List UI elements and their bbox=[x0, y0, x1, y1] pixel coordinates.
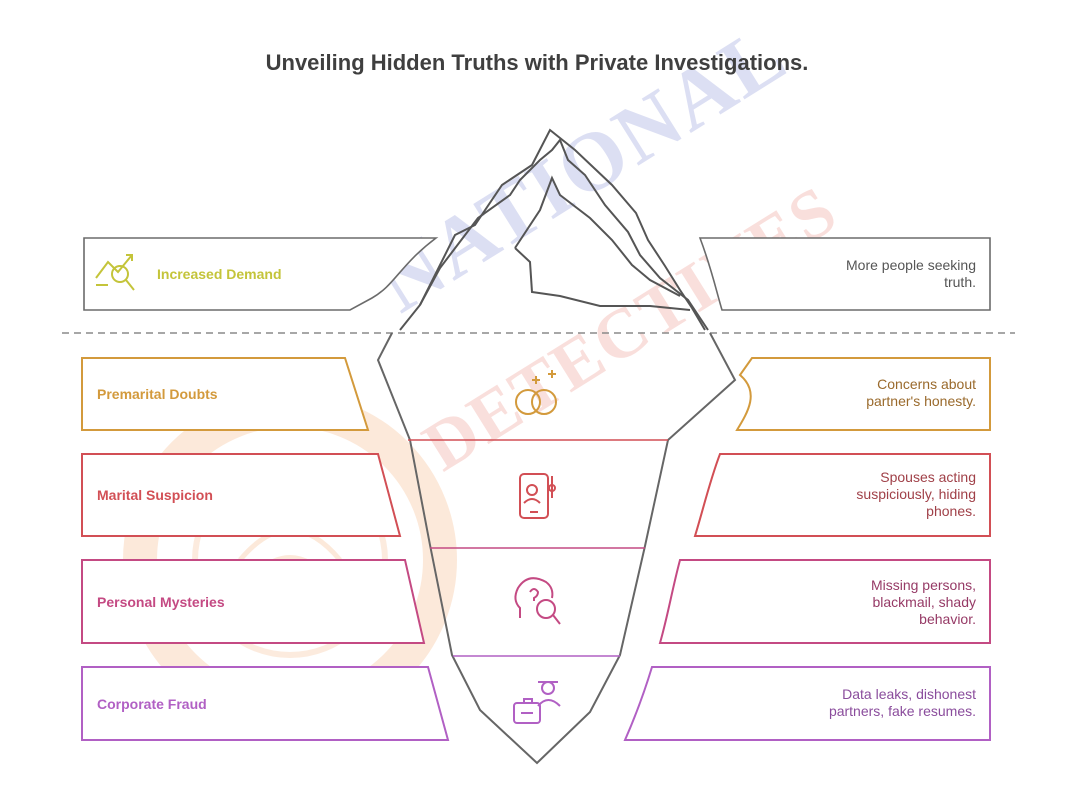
layer-label-premarital: Premarital Doubts bbox=[97, 386, 218, 402]
layer-band-right-1 bbox=[735, 357, 991, 431]
layer-band-left-3 bbox=[81, 559, 426, 644]
layer-description-corporate: Data leaks, dishonest partners, fake res… bbox=[796, 686, 976, 720]
layer-label-marital: Marital Suspicion bbox=[97, 487, 213, 503]
desc-line: partner's honesty. bbox=[866, 393, 976, 409]
iceberg-tip bbox=[419, 128, 706, 331]
chart-magnifier-icon bbox=[95, 254, 135, 291]
spy-briefcase-icon bbox=[513, 681, 561, 724]
desc-line: partners, fake resumes. bbox=[828, 703, 976, 719]
head-question-magnifier-icon bbox=[514, 577, 561, 625]
desc-line: Spouses acting bbox=[880, 469, 976, 485]
layer-band-left-1 bbox=[81, 357, 370, 431]
rings-icon bbox=[515, 370, 557, 415]
above-description-line-2: truth. bbox=[944, 274, 976, 290]
layer-description-premarital: Concerns about partner's honesty. bbox=[796, 376, 976, 410]
desc-line: Concerns about bbox=[877, 376, 976, 392]
above-label: Increased Demand bbox=[157, 266, 282, 282]
layer-description-marital: Spouses acting suspiciously, hiding phon… bbox=[796, 469, 976, 520]
layer-band-right-4 bbox=[623, 666, 991, 741]
iceberg-tip-inner bbox=[399, 138, 709, 331]
above-band-right bbox=[698, 237, 991, 311]
desc-line: suspiciously, hiding bbox=[856, 486, 976, 502]
layer-band-left-4 bbox=[81, 666, 450, 741]
desc-line: phones. bbox=[926, 503, 976, 519]
layer-label-corporate: Corporate Fraud bbox=[97, 696, 207, 712]
above-description: More people seeking truth. bbox=[796, 257, 976, 291]
desc-line: Data leaks, dishonest bbox=[842, 686, 976, 702]
above-band-left bbox=[83, 237, 439, 311]
desc-line: blackmail, shady bbox=[872, 594, 977, 610]
layer-band-right-3 bbox=[658, 559, 991, 644]
layer-label-personal: Personal Mysteries bbox=[97, 594, 225, 610]
above-description-line-1: More people seeking bbox=[846, 257, 976, 273]
phone-user-icon bbox=[519, 473, 556, 519]
layer-band-left-2 bbox=[81, 453, 402, 537]
desc-line: Missing persons, bbox=[870, 577, 976, 593]
desc-line: behavior. bbox=[919, 611, 976, 627]
layer-description-personal: Missing persons, blackmail, shady behavi… bbox=[796, 577, 976, 628]
page-title: Unveiling Hidden Truths with Private Inv… bbox=[265, 50, 809, 75]
layer-band-right-2 bbox=[693, 453, 991, 537]
